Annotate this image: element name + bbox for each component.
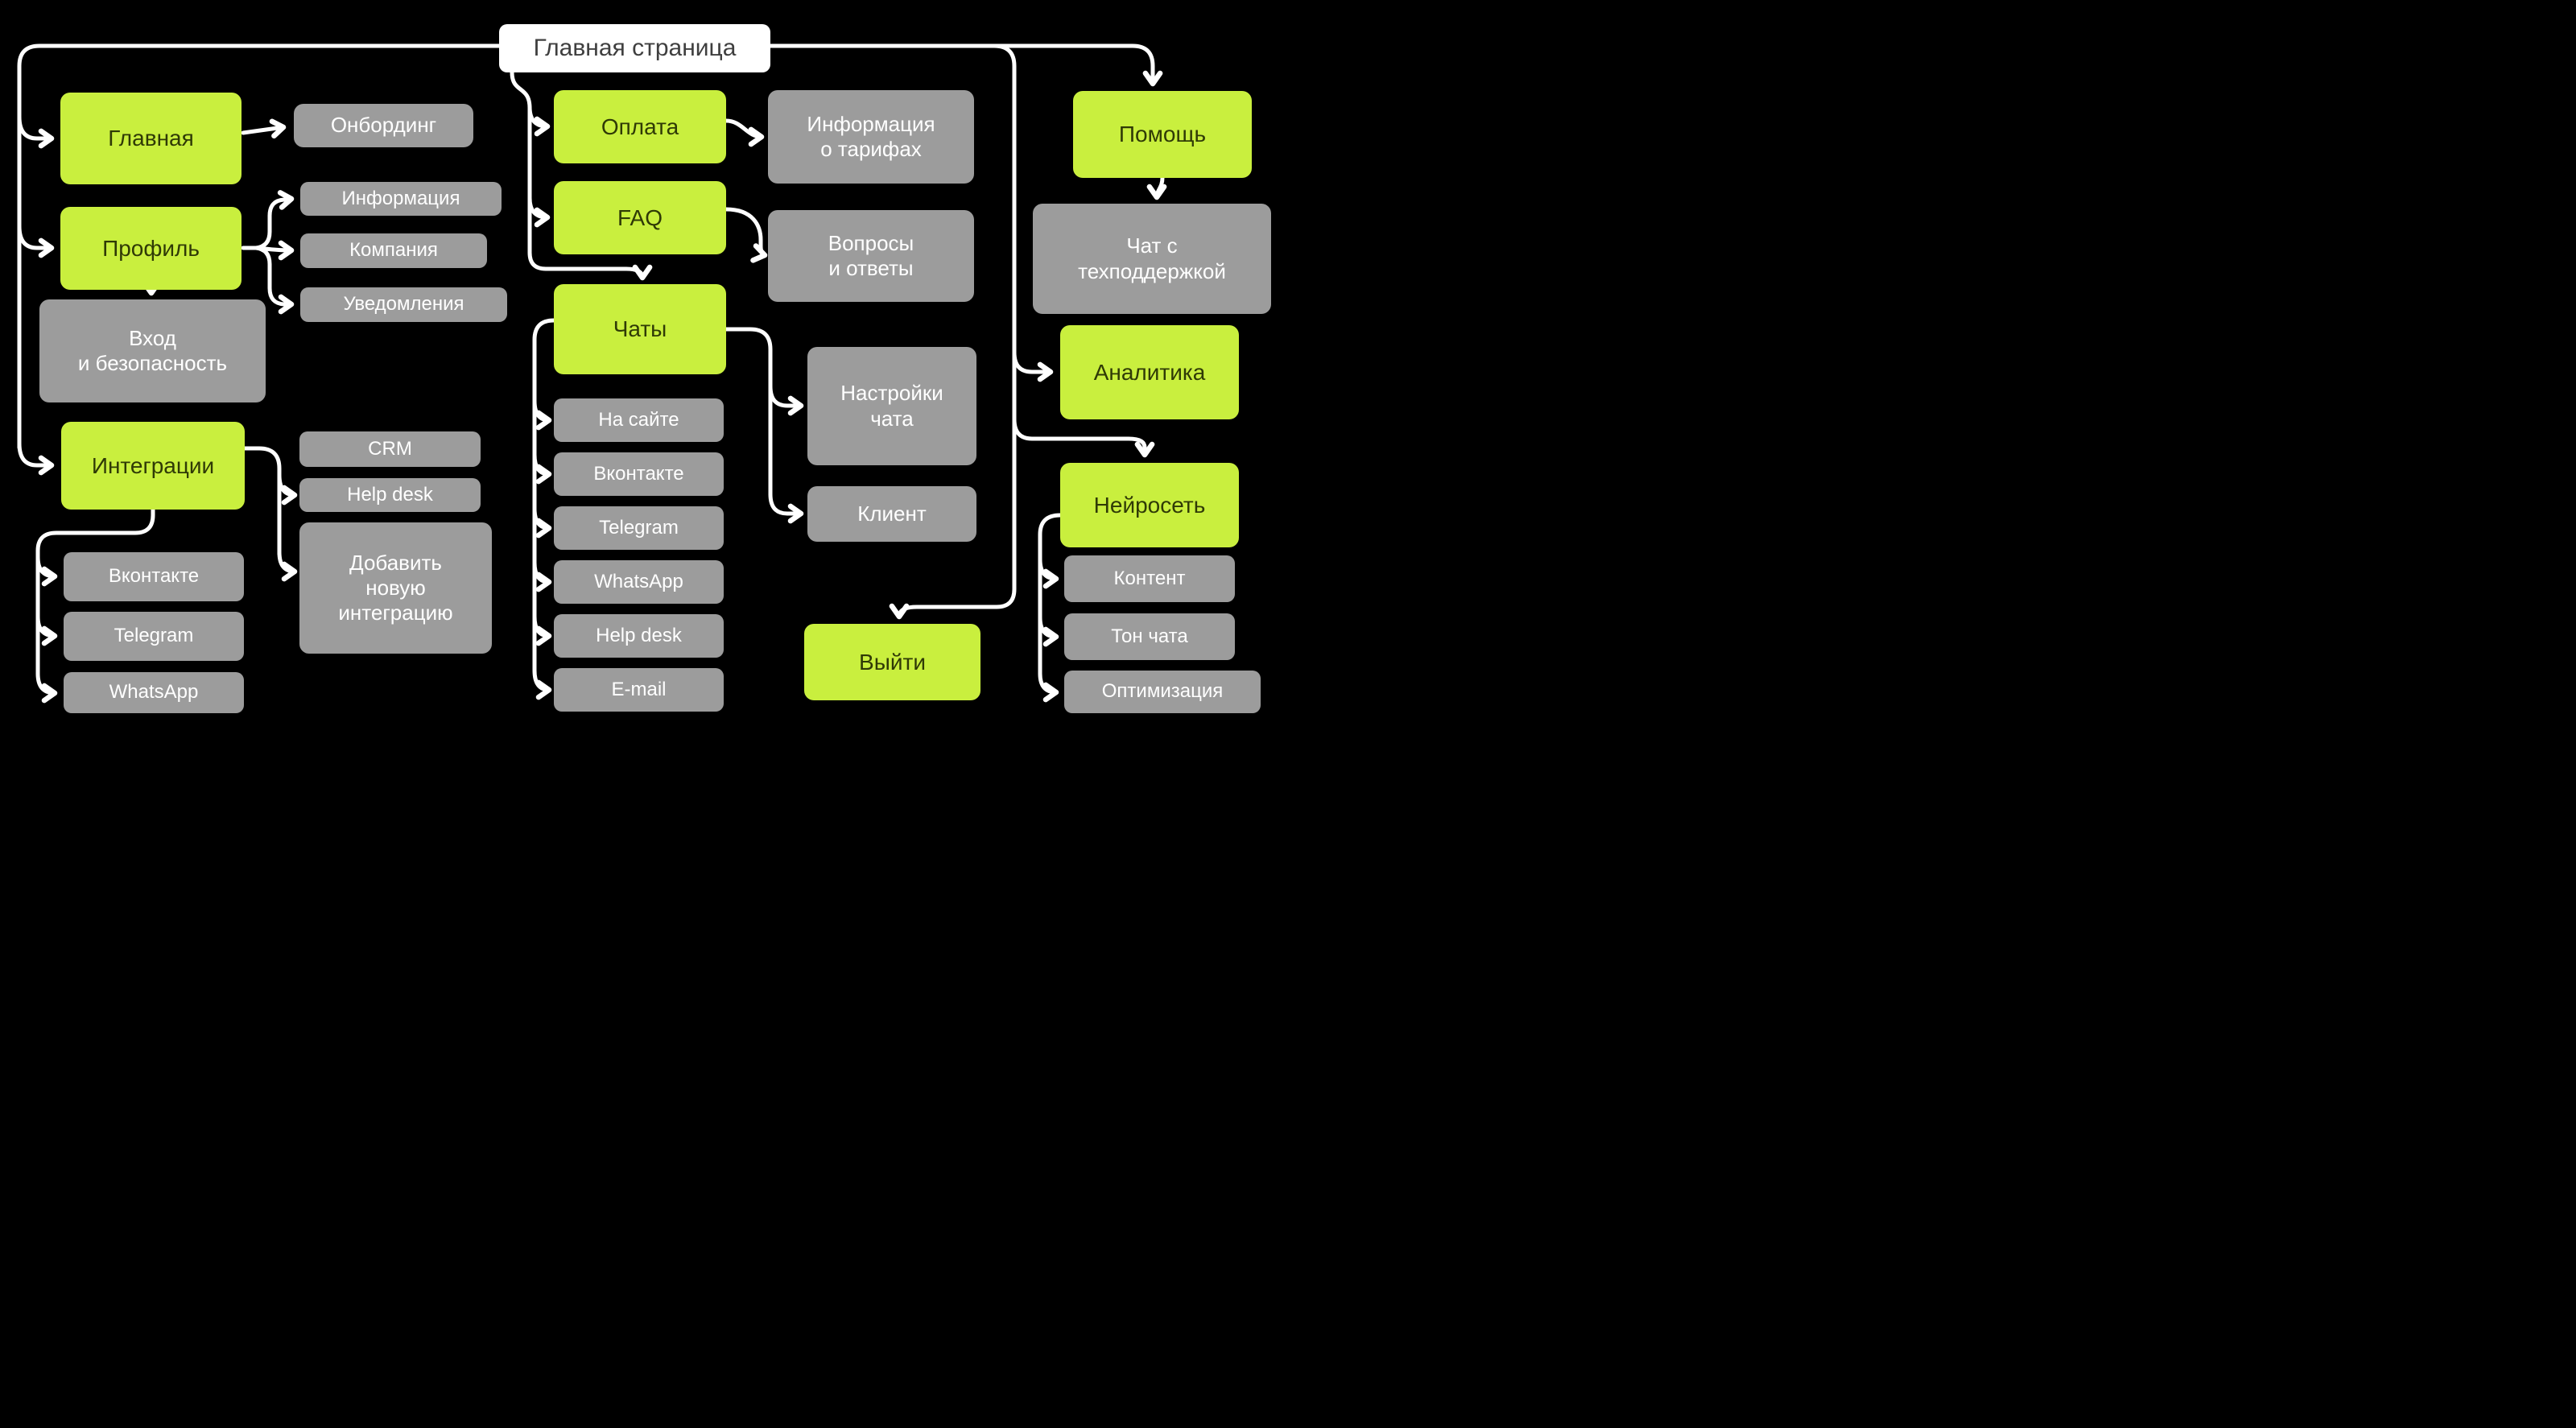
node-integracii[interactable]: Интеграции — [61, 422, 245, 510]
node-analitika[interactable]: Аналитика — [1060, 325, 1239, 419]
node-whatsapp-chat[interactable]: WhatsApp — [554, 560, 724, 604]
node-whatsapp-integr[interactable]: WhatsApp — [64, 672, 244, 713]
node-onbording[interactable]: Онбординг — [294, 104, 473, 147]
node-optimizaciya[interactable]: Оптимизация — [1064, 671, 1261, 713]
node-help-desk-integr[interactable]: Help desk — [299, 478, 481, 512]
node-vyjti[interactable]: Выйти — [804, 624, 980, 700]
node-faq[interactable]: FAQ — [554, 181, 726, 254]
node-na-sajte[interactable]: На сайте — [554, 398, 724, 442]
node-telegram-chat[interactable]: Telegram — [554, 506, 724, 550]
node-dobavit-integraciyu[interactable]: Добавить новую интеграцию — [299, 522, 492, 654]
node-glavnaya[interactable]: Главная — [60, 93, 242, 184]
node-pomosh[interactable]: Помощь — [1073, 91, 1252, 178]
node-profil[interactable]: Профиль — [60, 207, 242, 290]
node-klient[interactable]: Клиент — [807, 486, 976, 542]
node-telegram-integr[interactable]: Telegram — [64, 612, 244, 661]
node-oplata[interactable]: Оплата — [554, 90, 726, 163]
node-tarify[interactable]: Информация о тарифах — [768, 90, 974, 184]
node-vkontakte-integr[interactable]: Вконтакте — [64, 552, 244, 601]
node-kontent[interactable]: Контент — [1064, 555, 1235, 602]
node-nejroset[interactable]: Нейросеть — [1060, 463, 1239, 547]
node-nastrojki-chata[interactable]: Настройки чата — [807, 347, 976, 465]
node-chaty[interactable]: Чаты — [554, 284, 726, 374]
node-uvedomleniya[interactable]: Уведомления — [300, 287, 507, 322]
node-help-desk-chat[interactable]: Help desk — [554, 614, 724, 658]
node-crm[interactable]: CRM — [299, 431, 481, 467]
node-vhod-bezopasnost[interactable]: Вход и безопасность — [39, 299, 266, 402]
node-email-chat[interactable]: E-mail — [554, 668, 724, 712]
node-voprosy-otvety[interactable]: Вопросы и ответы — [768, 210, 974, 302]
node-ton-chata[interactable]: Тон чата — [1064, 613, 1235, 660]
node-kompaniya[interactable]: Компания — [300, 233, 487, 268]
node-informaciya[interactable]: Информация — [300, 182, 502, 216]
node-vkontakte-chat[interactable]: Вконтакте — [554, 452, 724, 496]
node-chat-tehpodderzhka[interactable]: Чат с техподдержкой — [1033, 204, 1271, 314]
node-main-page-title: Главная страница — [499, 24, 770, 72]
connector-lines — [17, 43, 1167, 704]
sitemap-diagram: Главная страница Главная Профиль Вход и … — [0, 0, 1288, 714]
